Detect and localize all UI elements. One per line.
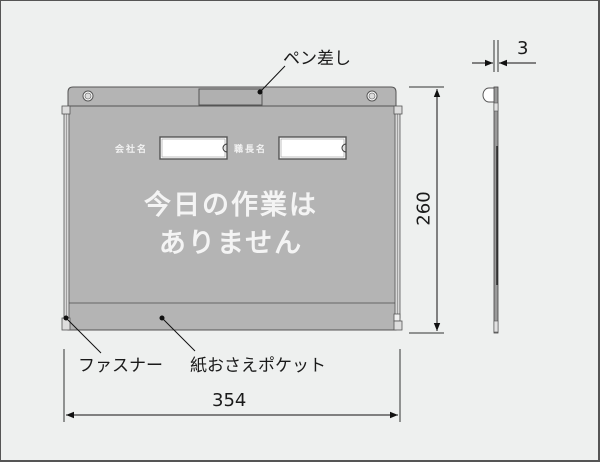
right-zipper-rail: [393, 105, 403, 331]
pen-holder-callout: ペン差し: [283, 49, 351, 69]
width-dimension: [63, 349, 401, 422]
title-name-label: 職長名: [234, 145, 268, 155]
left-zipper-rail: [61, 105, 71, 331]
title-name-slot: [278, 136, 347, 160]
height-dimension: [409, 86, 444, 334]
thickness-dimension: [472, 40, 536, 72]
thickness-dimension-label: 3: [517, 38, 529, 59]
company-name-label: 会社名: [115, 145, 149, 155]
company-name-slot: [159, 136, 228, 160]
paper-pocket-callout: 紙おさえポケット: [190, 356, 326, 376]
height-dimension-label: 260: [413, 191, 435, 226]
board-front-view: [61, 86, 403, 331]
board-message-line1: 今日の作業は: [144, 190, 318, 221]
fastener-callout: ファスナー: [78, 356, 163, 376]
width-dimension-label: 354: [212, 390, 247, 411]
side-hook-icon: [482, 87, 497, 103]
hanging-hole-left-icon: [82, 90, 94, 102]
callout-leaders: [63, 65, 286, 354]
pen-holder-slot: [198, 88, 263, 106]
board-side-view: [482, 86, 499, 334]
board-message-line2: ありません: [158, 228, 304, 259]
hanging-hole-right-icon: [366, 90, 378, 102]
